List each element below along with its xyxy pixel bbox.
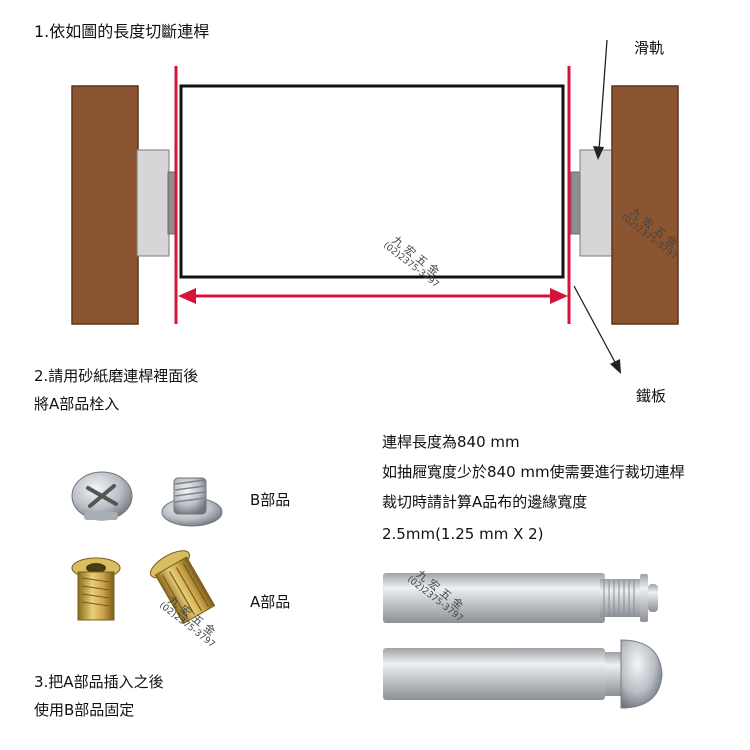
part-a-insert-photo-1 <box>71 557 121 621</box>
left-wood-panel <box>71 85 139 325</box>
part-b-screw-photo-1 <box>71 471 133 521</box>
rod-with-insert-photo <box>383 573 658 623</box>
note-rod-length: 連桿長度為840 mm <box>382 433 520 451</box>
part-a-insert-photo-2 <box>149 550 216 625</box>
step1-instruction: 1.依如圖的長度切斷連桿 <box>34 22 210 41</box>
step3-line2: 使用B部品固定 <box>34 701 135 719</box>
plate-pointer <box>573 285 621 374</box>
note-edge-width: 裁切時請計算A品布的邊緣寬度 <box>382 493 588 511</box>
part-b-screw-photo-2 <box>161 477 223 527</box>
part-b-label: B部品 <box>250 491 291 509</box>
note-dimension: 2.5mm(1.25 mm X 2) <box>382 525 544 543</box>
part-a-label: A部品 <box>250 593 291 611</box>
rod-with-screw-photo <box>383 639 663 709</box>
step2-line1: 2.請用砂紙磨連桿裡面後 <box>34 367 199 385</box>
left-slide-rail <box>136 149 170 257</box>
right-rail-plate <box>570 171 581 235</box>
right-slide-rail <box>579 149 613 257</box>
plate-label: 鐵板 <box>636 387 667 405</box>
rail-label: 滑軌 <box>634 39 665 57</box>
step3-line1: 3.把A部品插入之後 <box>34 673 164 691</box>
step2-line2: 將A部品栓入 <box>34 395 120 413</box>
rail-pointer <box>593 39 608 160</box>
length-arrow <box>178 288 568 304</box>
note-cut-condition: 如抽屜寬度少於840 mm使需要進行裁切連桿 <box>382 463 685 481</box>
rod-outline <box>179 84 565 279</box>
right-wood-panel <box>611 85 679 325</box>
